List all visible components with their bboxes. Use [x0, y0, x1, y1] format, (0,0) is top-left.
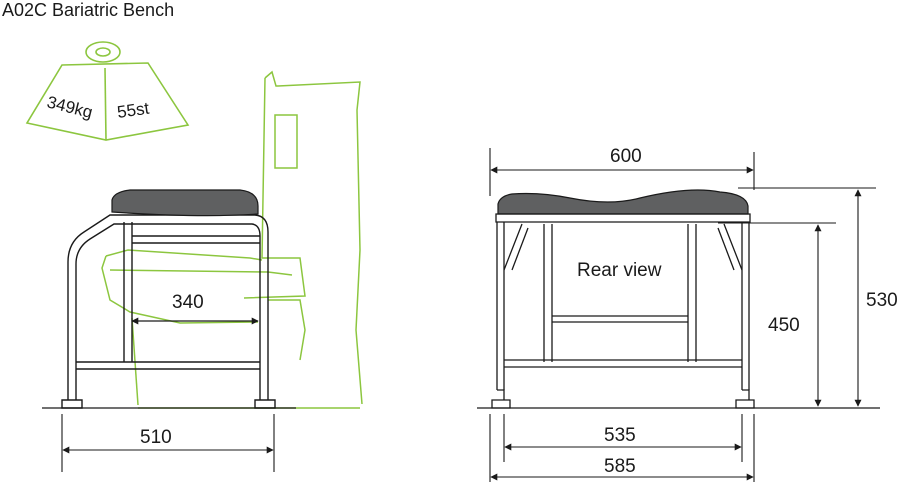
outer-foot-width-value: 585	[604, 456, 636, 477]
inner-foot-width-dimension	[503, 414, 743, 462]
overall-height-dimension	[738, 187, 876, 407]
seat-depth-value: 340	[172, 292, 204, 313]
drawing-title: A02C Bariatric Bench	[2, 0, 174, 20]
rear-view-label: Rear view	[577, 260, 662, 281]
inner-foot-width-value: 535	[604, 425, 636, 446]
overall-height-value: 530	[866, 290, 898, 311]
seat-height-dimension	[718, 222, 836, 407]
overall-depth-value: 510	[140, 427, 172, 448]
rear-frame	[491, 213, 755, 409]
weight-kg-label: 349kg	[45, 92, 95, 122]
top-width-value: 600	[610, 146, 642, 167]
overall-depth-dimension	[61, 414, 275, 472]
outer-foot-width-dimension	[489, 414, 755, 482]
weight-stone-label: 55st	[116, 99, 151, 122]
weight-capacity-badge	[25, 41, 190, 141]
seat-cushion-side	[111, 189, 259, 217]
reference-outline	[101, 70, 363, 409]
seat-height-value: 450	[768, 315, 800, 336]
top-width-dimension	[489, 148, 755, 196]
side-frame	[61, 214, 276, 409]
seat-cushion-rear	[497, 189, 749, 215]
